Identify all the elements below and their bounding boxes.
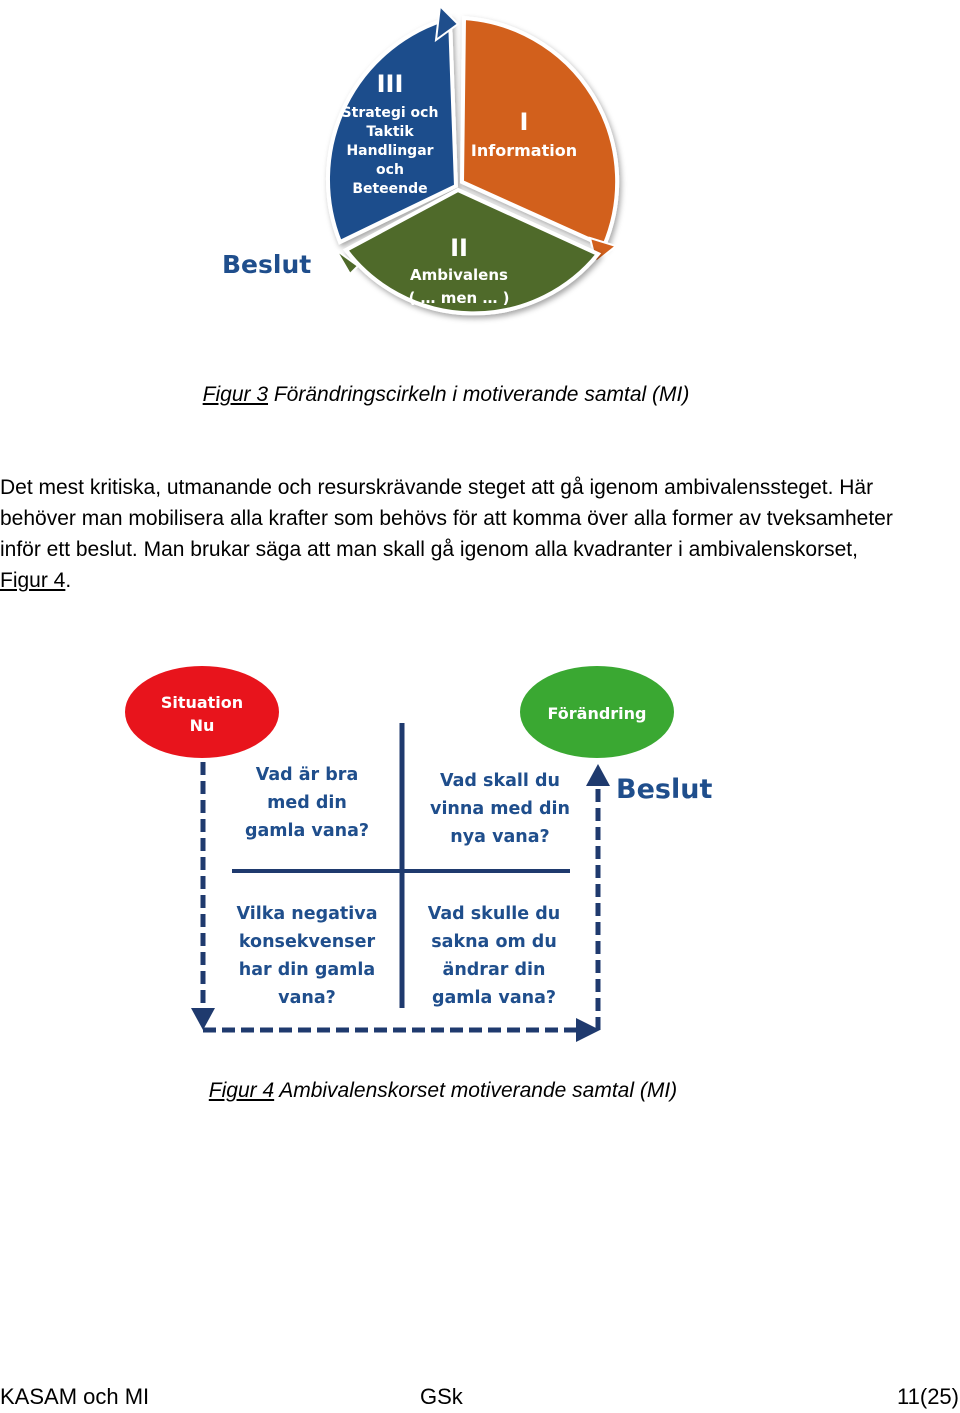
figure-3-ref[interactable]: Figur 3 [202, 383, 269, 406]
svg-text:Situation: Situation [161, 693, 243, 712]
quadrant-top-left: Vad är bra med din gamla vana? [245, 765, 369, 841]
segment-i-numeral: I [520, 108, 529, 136]
segment-ii-label: Ambivalens ( … men … ) [408, 266, 509, 307]
figure-3-caption: Figur 3 Förändringscirkeln i motiverande… [0, 383, 892, 407]
left-arrowhead [191, 1008, 215, 1030]
decision-label: Beslut [616, 774, 712, 805]
segment-i-shape [459, 15, 620, 249]
svg-text:med din: med din [267, 793, 347, 813]
svg-text:sakna om du: sakna om du [431, 932, 557, 952]
segment-ii-arrowhead [335, 249, 360, 276]
segment-iii-label: Strategi och Taktik Handlingar och Betee… [342, 105, 439, 197]
svg-text:Ambivalens: Ambivalens [410, 266, 508, 284]
segment-iii-shape [325, 15, 459, 245]
change-circle [520, 666, 674, 758]
svg-text:konsekvenser: konsekvenser [239, 932, 376, 952]
svg-text:Handlingar: Handlingar [346, 143, 433, 159]
change-cycle-figure: III Strategi och Taktik Handlingar och B… [222, 3, 620, 316]
change-circle-label: Förändring [547, 704, 646, 723]
segment-ii-numeral: II [450, 234, 468, 262]
quadrant-bottom-left: Vilka negativa konsekvenser har din gaml… [236, 904, 377, 1008]
body-text: Det mest kritiska, utmanande och resursk… [0, 476, 893, 561]
svg-text:vana?: vana? [278, 988, 336, 1008]
svg-text:Strategi och: Strategi och [342, 105, 439, 121]
svg-text:gamla vana?: gamla vana? [432, 988, 556, 1008]
body-end: . [65, 569, 72, 592]
svg-text:har din gamla: har din gamla [239, 960, 375, 980]
svg-text:nya vana?: nya vana? [450, 827, 549, 847]
svg-text:och: och [376, 162, 404, 178]
svg-text:Vad är bra: Vad är bra [256, 765, 359, 785]
situation-circle-label: Situation Nu [161, 693, 243, 735]
svg-text:Vad skulle du: Vad skulle du [428, 904, 560, 924]
footer-document-title: KASAM och MI [0, 1384, 150, 1409]
ambivalence-cross-figure: Situation Nu Förändring Beslut Vad är br… [125, 666, 712, 1042]
quadrant-top-right: Vad skall du vinna med din nya vana? [430, 771, 570, 847]
figure-4-caption-text: Ambivalenskorset motiverande samtal (MI) [274, 1079, 678, 1102]
svg-text:Vilka negativa: Vilka negativa [236, 904, 377, 924]
situation-circle [125, 666, 279, 758]
svg-text:Vad skall du: Vad skall du [440, 771, 560, 791]
segment-iii-arrowhead [434, 3, 460, 43]
svg-text:Nu: Nu [190, 716, 215, 735]
figure-4-ref[interactable]: Figur 4 [208, 1079, 275, 1102]
quadrant-bottom-right: Vad skulle du sakna om du ändrar din gam… [428, 904, 560, 1008]
figure-4-caption: Figur 4 Ambivalenskorset motiverande sam… [0, 1079, 886, 1103]
beslut-label: Beslut [222, 250, 311, 279]
svg-text:vinna med din: vinna med din [430, 799, 570, 819]
svg-text:gamla vana?: gamla vana? [245, 821, 369, 841]
segment-i-label: Information [471, 141, 577, 160]
svg-text:( … men … ): ( … men … ) [408, 289, 509, 307]
figure-3-caption-text: Förändringscirkeln i motiverande samtal … [268, 383, 690, 406]
segment-ii-shape [342, 187, 602, 316]
segment-iii-numeral: III [377, 70, 404, 98]
right-arrowhead [586, 764, 610, 786]
svg-text:Taktik: Taktik [366, 124, 414, 140]
body-paragraph: Det mest kritiska, utmanande och resursk… [0, 472, 905, 596]
svg-text:Beteende: Beteende [352, 181, 427, 197]
footer-author: GSk [420, 1384, 463, 1409]
footer-page-number: 11(25) [897, 1384, 959, 1409]
bottom-arrowhead [576, 1018, 600, 1042]
figure-4-link[interactable]: Figur 4 [0, 569, 66, 592]
svg-text:ändrar din: ändrar din [443, 960, 546, 980]
